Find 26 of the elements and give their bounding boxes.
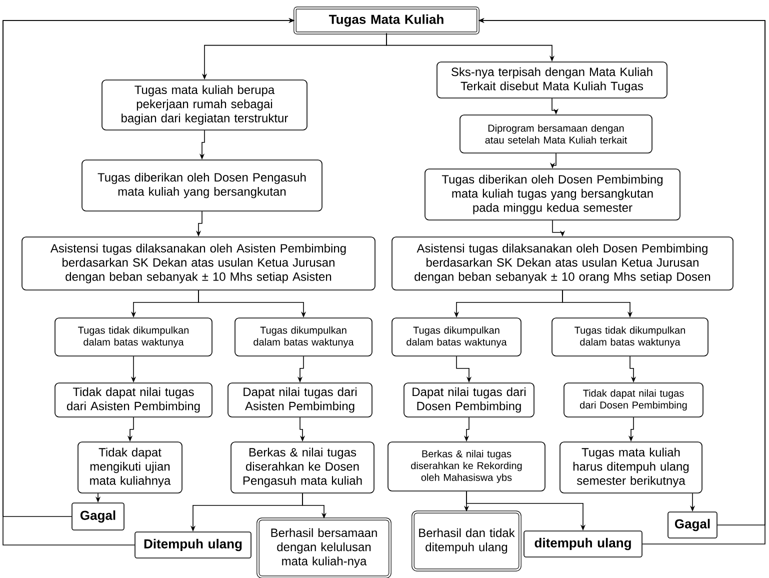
outcome-box: ditempuh ulang — [524, 530, 642, 558]
outcome-box: Gagal — [668, 512, 718, 538]
outcome-box: Ditempuh ulang — [134, 532, 252, 558]
process-box: Tugas mata kuliah harus ditempuh ulang semester berikutnya — [560, 442, 702, 494]
process-box: Diprogram bersamaan dengan atau setelah Mata Kuliah terkait — [460, 114, 652, 154]
process-box: Asistensi tugas dilaksanakan oleh Dosen Pembimbing berdasarkan SK Dekan atas usulan Ketua Jurusan dengan beban sebanyak ± 10 orang Mhs setiap Dosen — [392, 236, 734, 290]
process-box: Dapat nilai tugas dari Asisten Pembimbing — [228, 382, 372, 418]
process-box: Dapat nilai tugas dari Dosen Pembimbing — [404, 382, 534, 418]
process-box: Asistensi tugas dilaksanakan oleh Asisten Pembimbing berdasarkan SK Dekan atas usulan Ketua Jurusan dengan beban sebanyak ± 10 Mhs setiap Asisten — [22, 236, 376, 290]
process-box: Tidak dapat nilai tugas dari Asisten Pembimbing — [54, 382, 212, 418]
process-box: Berkas & nilai tugas diserahkan ke Dosen Pengasuh mata kuliah — [230, 442, 374, 494]
process-box: Tugas diberikan oleh Dosen Pembimbing mata kuliah tugas yang bersangkutan pada minggu kedua semester — [424, 168, 680, 220]
process-box: Tugas tidak dikumpulkan dalam batas waktunya — [54, 318, 212, 356]
process-box: Tugas dikumpulkan dalam batas waktunya — [392, 318, 522, 356]
title-box: Tugas Mata Kuliah — [294, 6, 480, 34]
process-box: Tidak dapat mengikuti ujian mata kuliahnya — [78, 442, 182, 494]
process-box: Tugas tidak dikumpulkan dalam batas waktunya — [552, 318, 708, 356]
result-box: Berhasil dan tidak ditempuh ulang — [412, 510, 522, 572]
process-box: Tugas mata kuliah berupa pekerjaan rumah sebagai bagian dari kegiatan terstruktur — [102, 80, 308, 130]
process-box: Sks-nya terpisah dengan Mata Kuliah Terkait disebut Mata Kuliah Tugas — [436, 62, 668, 98]
process-box: Tidak dapat nilai tugas dari Dosen Pembimbing — [564, 382, 704, 418]
outcome-box: Gagal — [72, 502, 124, 530]
process-box: Tugas dikumpulkan dalam batas waktunya — [234, 318, 372, 356]
result-box: Berhasil bersamaan dengan kelulusan mata kuliah-nya — [256, 518, 392, 578]
process-box: Berkas & nilai tugas diserahkan ke Rekording oleh Mahasiswa ybs — [388, 442, 546, 492]
process-box: Tugas diberikan oleh Dosen Pengasuh mata kuliah yang bersangkutan — [82, 160, 322, 212]
